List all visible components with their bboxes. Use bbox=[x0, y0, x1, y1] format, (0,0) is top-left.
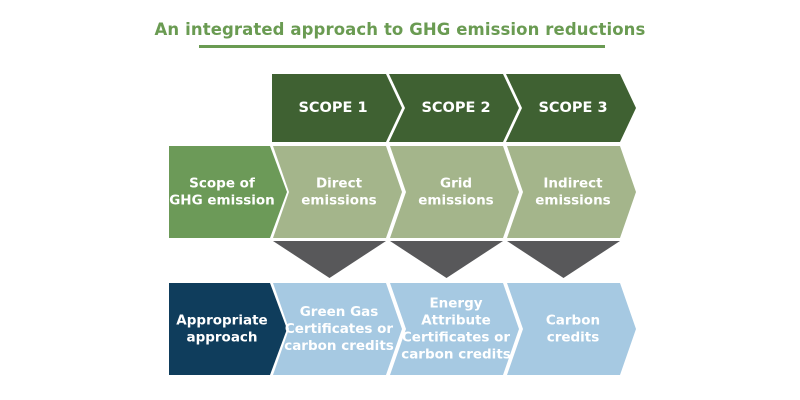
scope-of-ghg-emission-cell-3 bbox=[507, 146, 636, 238]
appropriate-approach-cell-2-text-line: Energy bbox=[429, 296, 482, 312]
down-arrow-icon-3 bbox=[507, 241, 620, 278]
appropriate-approach-cell-2-text-line: Certificates or bbox=[402, 330, 511, 346]
appropriate-approach-cell-2 bbox=[390, 283, 519, 375]
appropriate-approach-label-block bbox=[169, 283, 287, 375]
scope-of-ghg-emission-cell-1-text-line: emissions bbox=[301, 193, 376, 209]
down-arrow-icon-2 bbox=[390, 241, 503, 278]
scope-of-ghg-emission-cell-1 bbox=[273, 146, 402, 238]
scope-of-ghg-emission-cell-2-text-line: Grid bbox=[440, 176, 472, 192]
scope-of-ghg-emission-cell-3-text-line: emissions bbox=[535, 193, 610, 209]
appropriate-approach-cell-2-text-line: Attribute bbox=[421, 313, 491, 329]
scope-1-chevron bbox=[272, 74, 402, 142]
scope-1-label-line: SCOPE 1 bbox=[298, 100, 367, 116]
title-underline bbox=[199, 45, 605, 48]
diagram-title: An integrated approach to GHG emission r… bbox=[154, 20, 646, 39]
scope-1-label: SCOPE 1 bbox=[298, 100, 367, 116]
scope-of-ghg-emission-label-block bbox=[169, 146, 287, 238]
scope-2-label-line: SCOPE 2 bbox=[421, 100, 490, 116]
appropriate-approach-cell-1-text-line: Certificates or bbox=[285, 321, 394, 337]
scope-2-label: SCOPE 2 bbox=[421, 100, 490, 116]
scope-of-ghg-emission-label-line: Scope of bbox=[189, 176, 255, 192]
scope-3-chevron bbox=[506, 74, 636, 142]
appropriate-approach-label-line: approach bbox=[186, 330, 257, 346]
scope-2-chevron bbox=[389, 74, 519, 142]
appropriate-approach-label-line: Appropriate bbox=[176, 313, 267, 329]
appropriate-approach-cell-1 bbox=[273, 283, 402, 375]
appropriate-approach-cell-3 bbox=[507, 283, 636, 375]
down-arrow-icon-1 bbox=[273, 241, 386, 278]
appropriate-approach-cell-2-text-line: carbon credits bbox=[401, 347, 511, 363]
scope-of-ghg-emission-cell-2-text-line: emissions bbox=[418, 193, 493, 209]
appropriate-approach-cell-1-text-line: Green Gas bbox=[300, 304, 379, 320]
scope-of-ghg-emission-label-line: GHG emission bbox=[169, 193, 275, 209]
appropriate-approach-cell-3-text-line: credits bbox=[547, 330, 600, 346]
scope-3-label: SCOPE 3 bbox=[538, 100, 607, 116]
scope-of-ghg-emission-cell-2 bbox=[390, 146, 519, 238]
appropriate-approach-cell-1-text-line: carbon credits bbox=[284, 338, 394, 354]
appropriate-approach-cell-3-text-line: Carbon bbox=[546, 313, 600, 329]
scope-of-ghg-emission-cell-1-text-line: Direct bbox=[316, 176, 363, 192]
scope-of-ghg-emission-cell-3-text-line: Indirect bbox=[543, 176, 603, 192]
scope-3-label-line: SCOPE 3 bbox=[538, 100, 607, 116]
